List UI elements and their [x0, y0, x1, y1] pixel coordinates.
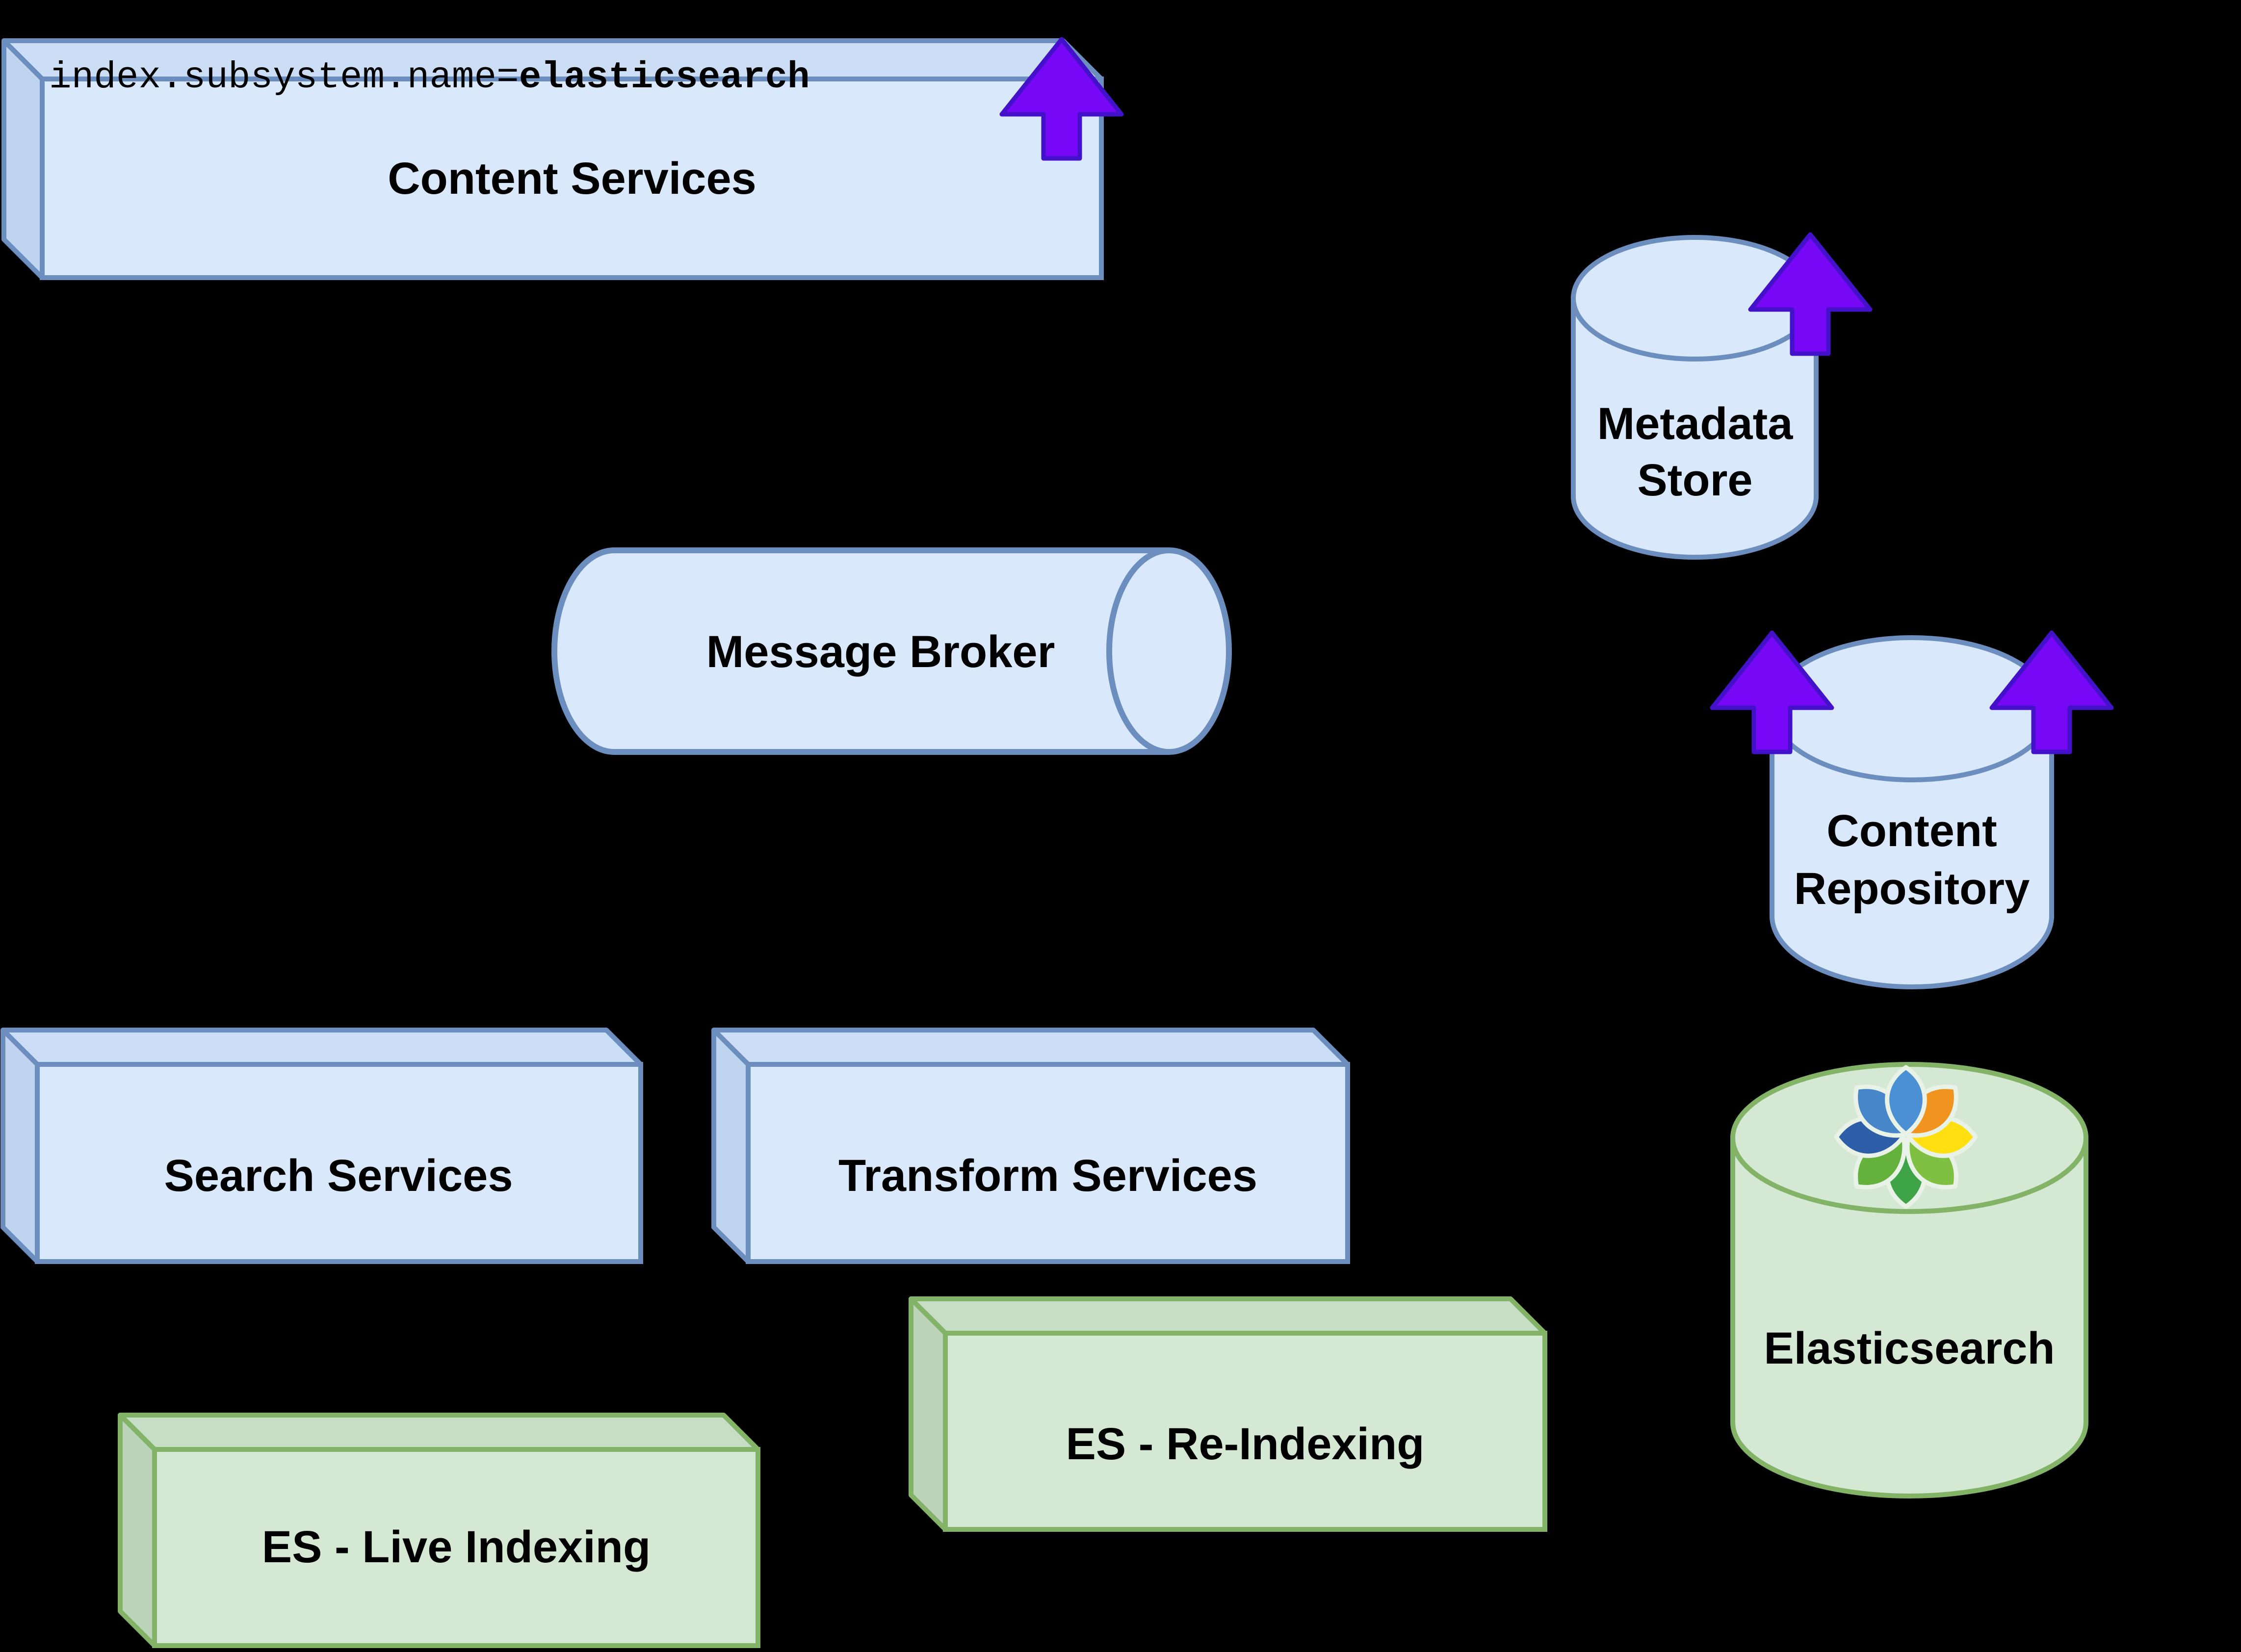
- search-services-box-side-face: [0, 1028, 40, 1264]
- es-re-indexing-box-front-face: [943, 1331, 1547, 1532]
- es-re-indexing-box: ES - Re-Indexing: [909, 1296, 1547, 1532]
- transform-services-box: Transform Services: [711, 1028, 1350, 1264]
- content-services-label: Content Services: [388, 154, 756, 204]
- es-live-indexing-box: ES - Live Indexing: [118, 1413, 760, 1648]
- message-broker-label: Message Broker: [706, 627, 1055, 677]
- es-live-indexing-box-side-face: [118, 1413, 157, 1648]
- search-services-box: Search Services: [0, 1028, 643, 1264]
- message-broker-cylinder-outline: [551, 547, 1169, 755]
- content-repository-cylinder: Content Repository: [1770, 635, 2054, 989]
- es-live-indexing-label: ES - Live Indexing: [262, 1522, 651, 1572]
- metadata-store-cylinder: Metadata Store: [1571, 235, 1819, 560]
- content-services-box: index.subsystem.name=elasticsearch Conte…: [1, 38, 1104, 280]
- content-repository-label-line1: Content: [1826, 806, 1997, 856]
- metadata-store-label-line1: Metadata: [1597, 399, 1794, 449]
- search-services-box-front-face: [35, 1062, 643, 1264]
- elasticsearch-cylinder-body: [1730, 1136, 2088, 1498]
- es-live-indexing-box-front-face: [152, 1447, 760, 1648]
- content-services-box-side-face: [1, 38, 45, 280]
- transform-services-box-side-face: [711, 1028, 751, 1264]
- transform-services-box-top-face: [711, 1028, 1350, 1067]
- content-services-box-front-face: [40, 77, 1104, 280]
- alfresco-flower-icon: [1834, 1065, 1978, 1209]
- es-re-indexing-box-side-face: [909, 1296, 948, 1532]
- metadata-store-label-line2: Store: [1637, 455, 1752, 505]
- es-live-indexing-box-top-face: [118, 1413, 760, 1452]
- upload-arrow-icon: [1989, 630, 2114, 754]
- transform-services-box-front-face: [746, 1062, 1350, 1264]
- message-broker-cylinder-body: [554, 550, 1169, 752]
- upload-arrow-icon: [1748, 232, 1873, 356]
- elasticsearch-label: Elasticsearch: [1764, 1323, 2055, 1373]
- content-repository-label-line2: Repository: [1794, 864, 2030, 914]
- search-services-label: Search Services: [164, 1151, 513, 1201]
- es-re-indexing-label: ES - Re-Indexing: [1066, 1419, 1425, 1469]
- upload-arrow-icon: [999, 37, 1124, 161]
- transform-services-label: Transform Services: [838, 1151, 1257, 1201]
- upload-arrow-icon: [1710, 630, 1834, 754]
- es-re-indexing-box-top-face: [909, 1296, 1547, 1336]
- search-services-box-top-face: [0, 1028, 643, 1067]
- content-repository-cylinder-body: [1770, 706, 2054, 989]
- elasticsearch-cylinder: Elasticsearch: [1730, 1062, 2088, 1498]
- index-subsystem-config-label: index.subsystem.name=elasticsearch: [49, 56, 810, 99]
- metadata-store-cylinder-body: [1571, 296, 1819, 560]
- message-broker-cylinder: Message Broker: [551, 547, 1232, 755]
- message-broker-cylinder-cap: [1106, 547, 1232, 755]
